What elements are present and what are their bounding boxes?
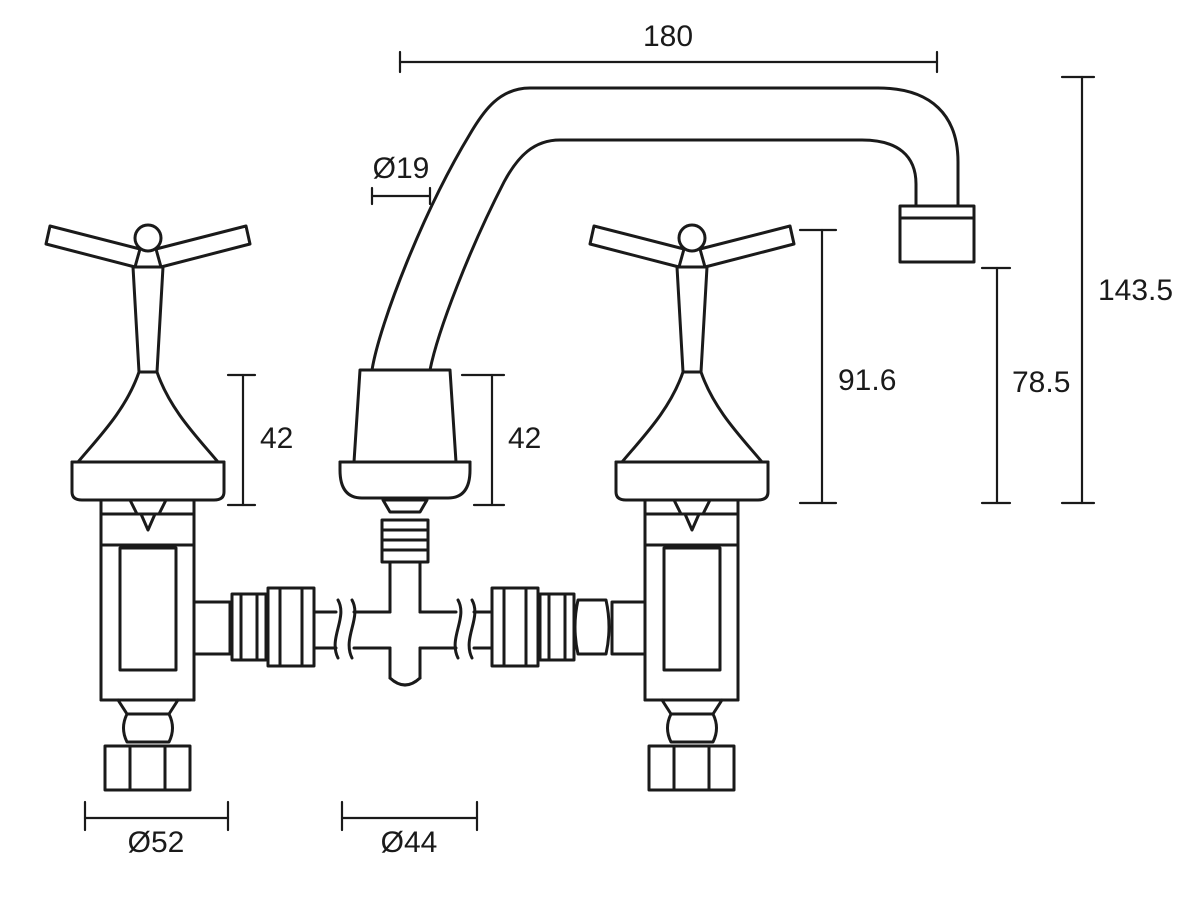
- dim-spout-base-height: [460, 373, 506, 507]
- spout-tee-connector: [380, 498, 430, 687]
- left-pipe: [312, 610, 338, 650]
- spout-tube-outer-edge: [370, 86, 960, 372]
- right-tail-fittings: [647, 698, 736, 792]
- label-outlet-height: 78.5: [1012, 366, 1070, 399]
- right-pipe: [418, 610, 458, 650]
- right-handle-hub: [677, 223, 707, 253]
- dimension-lines: [83, 50, 1096, 832]
- right-union-nut: [490, 586, 540, 668]
- right-supply-fittings: [490, 586, 647, 668]
- right-hex-nut: [647, 744, 736, 792]
- right-pipe-break: [453, 598, 477, 660]
- spout-assembly: [338, 86, 976, 687]
- left-handle-hub: [133, 223, 163, 253]
- label-base-diameter-left: Ø52: [128, 826, 185, 859]
- dim-overall-height: [1060, 75, 1096, 505]
- label-base-diameter-center: Ø44: [381, 826, 438, 859]
- dim-outlet-height: [980, 266, 1012, 505]
- dim-base-diameter-left: [83, 800, 230, 832]
- right-handle-skirt: [614, 370, 770, 502]
- label-spout-reach: 180: [643, 20, 693, 53]
- right-valve-body: [643, 498, 740, 702]
- left-outlet-block: [192, 600, 232, 656]
- label-handle-height: 91.6: [838, 364, 896, 397]
- left-supply-fittings: [192, 586, 392, 668]
- dim-spout-reach: [398, 50, 939, 74]
- dim-tube-diameter: [370, 186, 432, 206]
- dim-handle-height: [798, 228, 838, 505]
- spout-nozzle: [898, 204, 976, 264]
- right-union-spacer: [573, 598, 611, 656]
- left-tail-fittings: [103, 698, 192, 792]
- label-left-skirt-height: 42: [260, 422, 293, 455]
- right-valve: [588, 223, 796, 792]
- right-outlet-block: [610, 600, 647, 656]
- left-valve: [44, 223, 252, 792]
- left-handle-skirt: [70, 370, 226, 502]
- label-spout-base-height: 42: [508, 422, 541, 455]
- left-compression-nut: [230, 592, 268, 662]
- label-tube-diameter: Ø19: [373, 152, 430, 185]
- dim-base-diameter-center: [340, 800, 479, 832]
- dim-left-skirt-height: [226, 373, 257, 507]
- left-pipe-break: [333, 598, 357, 660]
- drawing-lines: [44, 86, 976, 792]
- left-union-nut: [266, 586, 316, 668]
- left-hex-nut: [103, 744, 192, 792]
- dimension-labels: 180 Ø19 143.5 78.5 91.6 42 42 Ø52 Ø44: [128, 20, 1173, 859]
- spout-tube-inner-edge: [428, 138, 918, 372]
- spout-base-flange: [338, 460, 472, 500]
- label-overall-height: 143.5: [1098, 274, 1173, 307]
